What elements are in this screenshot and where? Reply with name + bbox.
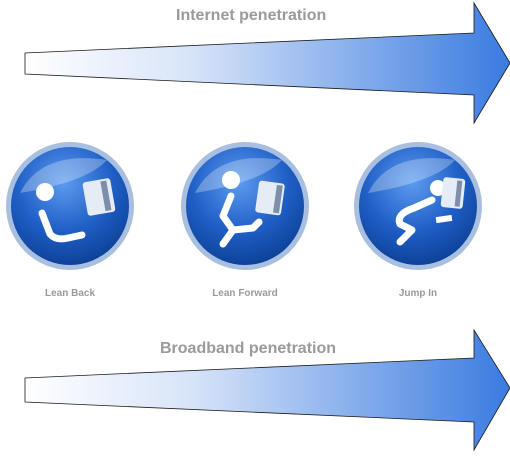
internet-penetration-arrow <box>24 1 510 125</box>
internet-penetration-label: Internet penetration <box>176 7 327 24</box>
jump-in-icon <box>354 142 482 270</box>
broadband-penetration-arrow <box>24 328 510 452</box>
stage-label-lean-forward: Lean Forward <box>212 288 278 299</box>
broadband-penetration-label: Broadband penetration <box>160 340 337 357</box>
stage-label-lean-back: Lean Back <box>44 288 96 299</box>
stage-jump-in: Jump In <box>348 138 488 308</box>
lean-back-icon <box>6 142 134 270</box>
stage-lean-forward: Lean Forward <box>175 138 315 308</box>
stage-label-jump-in: Jump In <box>398 288 438 299</box>
lean-forward-icon <box>181 142 309 270</box>
stage-lean-back: Lean Back <box>0 138 140 308</box>
